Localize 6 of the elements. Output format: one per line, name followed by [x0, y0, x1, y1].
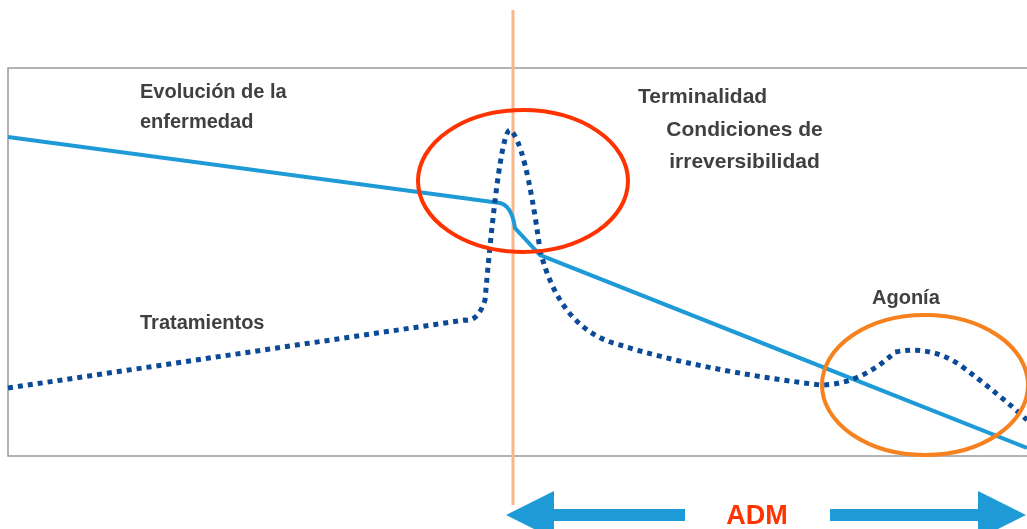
chart-annotation: Terminalidad — [638, 83, 769, 109]
chart-annotation: ADM — [725, 499, 789, 529]
chart-annotation: Evolución de la enfermedad — [140, 79, 288, 134]
chart-annotation: Tratamientos — [140, 310, 266, 335]
chart-annotation: Condiciones de irreversibilidad — [665, 116, 824, 174]
chart-annotation: Agonía — [872, 285, 941, 310]
